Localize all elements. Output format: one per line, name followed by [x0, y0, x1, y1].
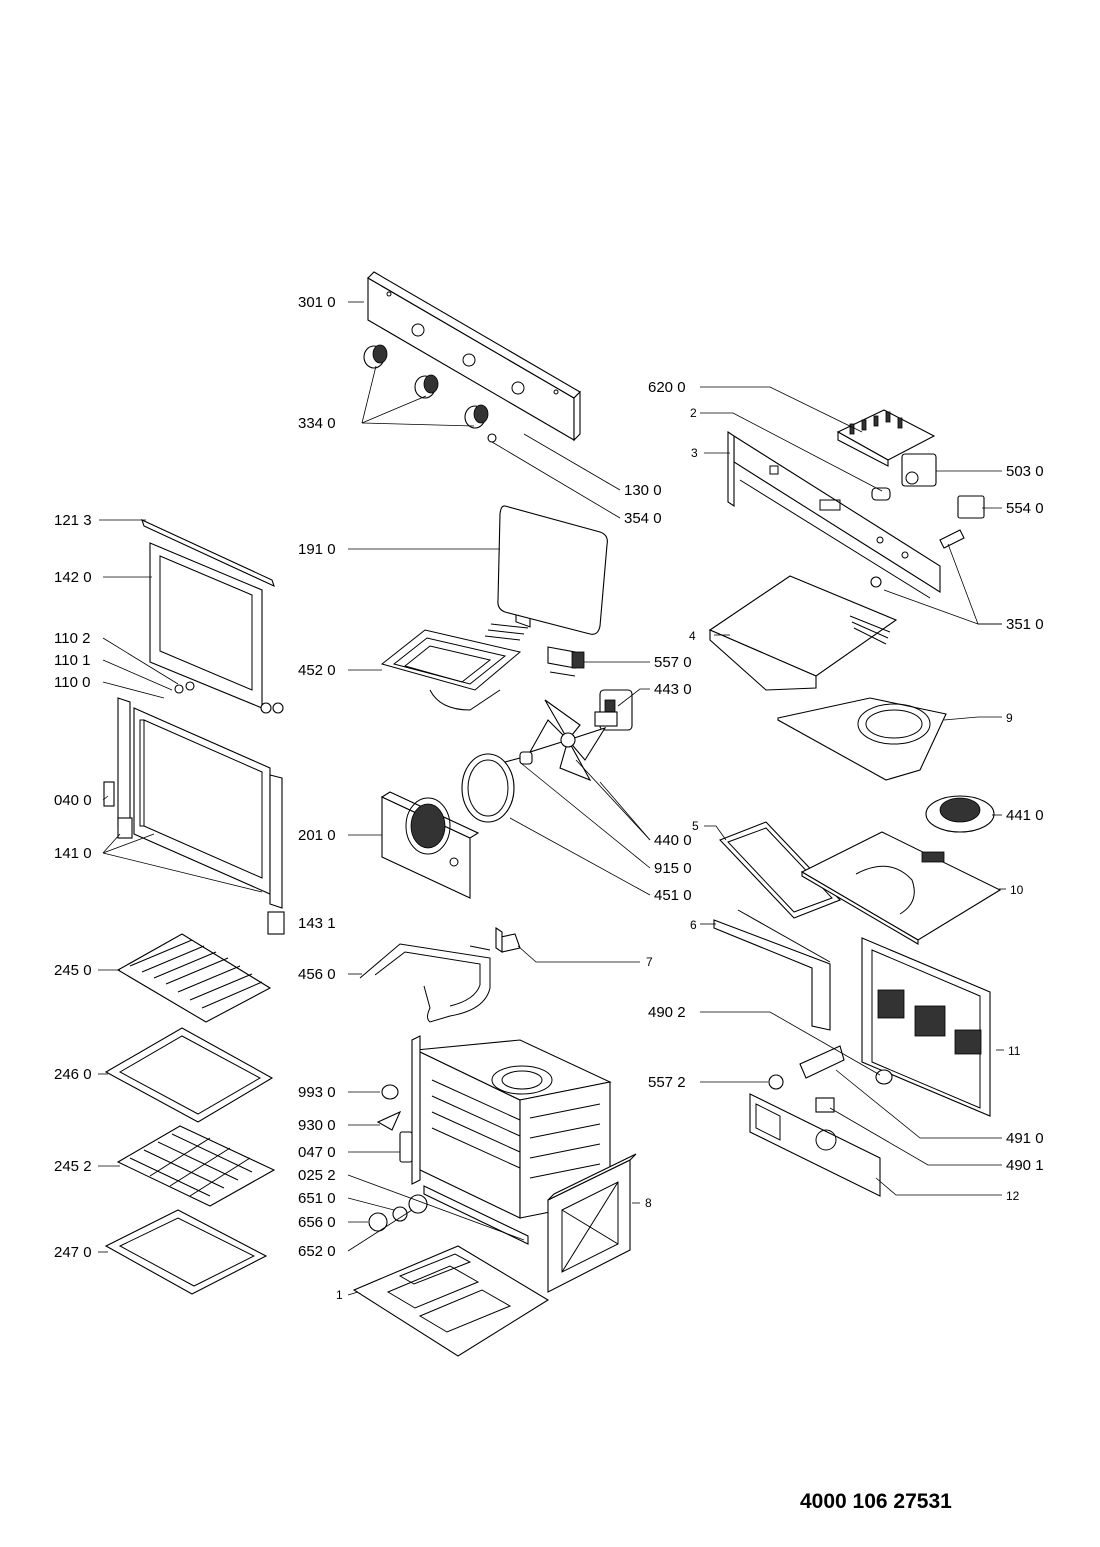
- door-inner-frame: [117, 697, 283, 909]
- bottom-plate: [352, 1245, 550, 1357]
- label-2: 2: [690, 406, 697, 420]
- bottom-element: [359, 943, 491, 1023]
- tray-246-0: [104, 1027, 274, 1123]
- wire-rack-245-0: [116, 933, 272, 1023]
- label-201-0: 201 0: [298, 827, 336, 844]
- rear-panel-fan-cover: [380, 791, 480, 899]
- timer-and-switches: [870, 453, 985, 588]
- label-652-0: 652 0: [298, 1243, 336, 1260]
- label-656-0: 656 0: [298, 1214, 336, 1231]
- fan-blade: [519, 699, 607, 782]
- circular-element: [461, 753, 521, 823]
- oven-cavity: [411, 1035, 612, 1245]
- document-number: 4000 106 27531: [800, 1490, 952, 1513]
- control-knobs: [363, 344, 489, 429]
- duct-5: [719, 821, 841, 919]
- top-panel-10: [800, 831, 1002, 945]
- label-915-0: 915 0: [654, 860, 692, 877]
- label-5: 5: [692, 819, 699, 833]
- label-354-0: 354 0: [624, 510, 662, 527]
- label-110-2: 110 2: [54, 630, 90, 647]
- label-025-2: 025 2: [298, 1167, 336, 1184]
- label-9: 9: [1006, 711, 1013, 725]
- hinge-washers: [174, 681, 284, 714]
- label-443-0: 443 0: [654, 681, 692, 698]
- label-141-0: 141 0: [54, 845, 92, 862]
- thermostat-557: [547, 646, 585, 677]
- side-bracket-6: [713, 909, 831, 1031]
- label-11: 11: [1008, 1044, 1021, 1058]
- label-110-0: 110 0: [54, 674, 90, 691]
- wire-rack-245-2: [116, 1125, 276, 1207]
- label-930-0: 930 0: [298, 1117, 336, 1134]
- label-7: 7: [646, 955, 653, 969]
- grill-element: [380, 623, 529, 711]
- bracket-7: [495, 926, 521, 954]
- label-130-0: 130 0: [624, 482, 662, 499]
- label-993-0: 993 0: [298, 1084, 336, 1101]
- label-191-0: 191 0: [298, 541, 336, 558]
- label-557-2: 557 2: [648, 1074, 686, 1091]
- label-554-0: 554 0: [1006, 500, 1044, 517]
- control-panel: [367, 271, 581, 442]
- label-491-0: 491 0: [1006, 1130, 1044, 1147]
- label-452-0: 452 0: [298, 662, 336, 679]
- label-4: 4: [689, 629, 696, 643]
- label-1: 1: [336, 1288, 343, 1302]
- label-047-0: 047 0: [298, 1144, 336, 1161]
- label-503-0: 503 0: [1006, 463, 1044, 480]
- label-110-1: 110 1: [54, 652, 90, 669]
- label-143-1: 143 1: [298, 915, 336, 932]
- control-board-12: [749, 1093, 881, 1197]
- door-gasket: [497, 505, 608, 635]
- label-451-0: 451 0: [654, 887, 692, 904]
- leader-lines: [98, 301, 1006, 1296]
- label-441-0: 441 0: [1006, 807, 1044, 824]
- side-panel: [547, 1153, 637, 1293]
- fan-motor: [594, 689, 633, 731]
- label-6: 6: [690, 918, 697, 932]
- door-hinge-parts: [103, 781, 285, 935]
- tray-247-0: [104, 1209, 268, 1295]
- cooling-fan-441: [925, 795, 995, 833]
- terminal-block: [836, 409, 936, 467]
- knob-and-contacts: [768, 1045, 893, 1113]
- label-247-0: 247 0: [54, 1244, 92, 1261]
- top-cover-4: [708, 575, 898, 691]
- control-bracket: [727, 430, 941, 599]
- label-3: 3: [691, 446, 698, 460]
- label-334-0: 334 0: [298, 415, 336, 432]
- label-10: 10: [1010, 883, 1024, 897]
- label-651-0: 651 0: [298, 1190, 336, 1207]
- fan-housing-9: [777, 697, 947, 781]
- label-440-0: 440 0: [654, 832, 692, 849]
- label-490-2: 490 2: [648, 1004, 686, 1021]
- label-557-0: 557 0: [654, 654, 692, 671]
- label-8: 8: [645, 1196, 652, 1210]
- label-246-0: 246 0: [54, 1066, 92, 1083]
- label-620-0: 620 0: [648, 379, 686, 396]
- back-panel-11: [861, 937, 991, 1117]
- small-cavity-parts: [368, 1084, 428, 1232]
- label-301-0: 301 0: [298, 294, 336, 311]
- label-456-0: 456 0: [298, 966, 336, 983]
- label-490-1: 490 1: [1006, 1157, 1044, 1174]
- part-labels: 301 0 334 0 130 0 354 0 620 0 2 3 503 0 …: [54, 294, 1044, 1302]
- label-245-0: 245 0: [54, 962, 92, 979]
- door-top-trim: [141, 518, 275, 588]
- label-12: 12: [1006, 1189, 1020, 1203]
- label-121-3: 121 3: [54, 512, 92, 529]
- label-351-0: 351 0: [1006, 616, 1044, 633]
- label-245-2: 245 2: [54, 1158, 92, 1175]
- label-142-0: 142 0: [54, 569, 92, 586]
- label-040-0: 040 0: [54, 792, 92, 809]
